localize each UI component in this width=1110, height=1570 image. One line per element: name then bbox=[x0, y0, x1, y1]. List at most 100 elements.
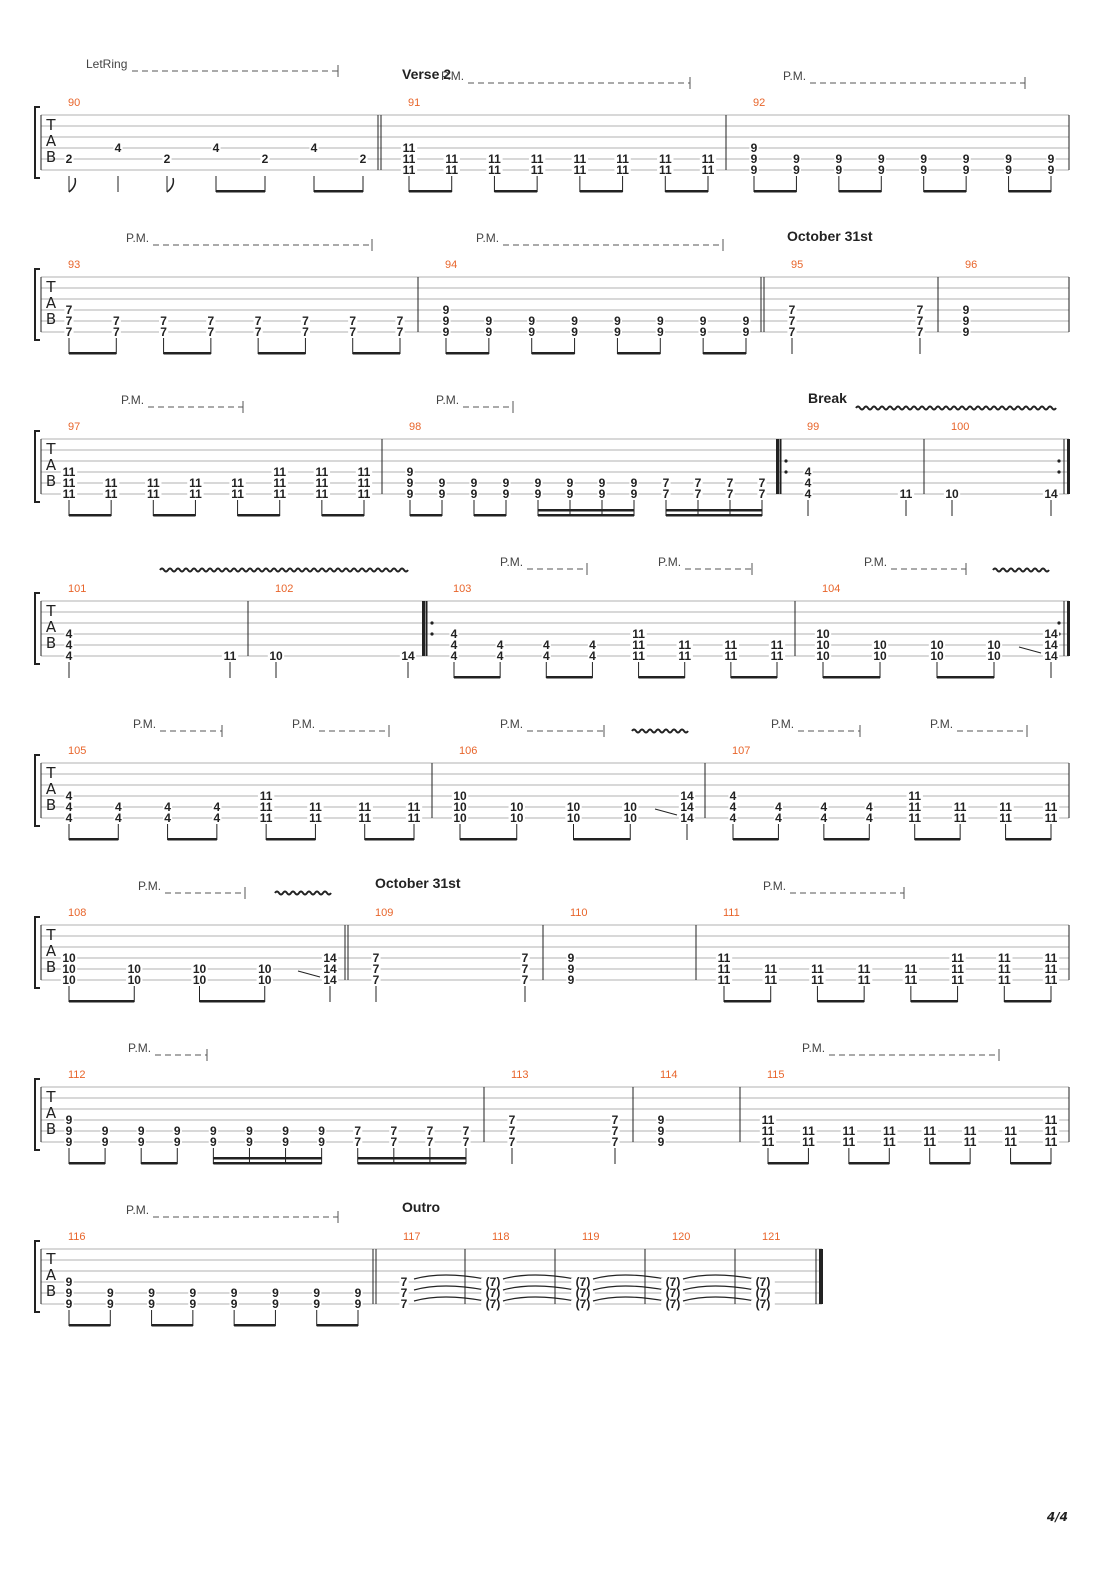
fret-bg bbox=[206, 317, 216, 327]
bar-number: 112 bbox=[68, 1069, 86, 1081]
fret-bg bbox=[405, 479, 415, 489]
fret-bg bbox=[64, 1289, 74, 1299]
fret-bg bbox=[906, 792, 923, 802]
fret-number: 10 bbox=[987, 649, 1001, 663]
bar-number: 114 bbox=[660, 1069, 678, 1081]
fret-number: 9 bbox=[631, 487, 638, 501]
fret-number: 9 bbox=[282, 1124, 289, 1138]
fret-bg bbox=[270, 1300, 281, 1310]
fret-number: 7 bbox=[302, 314, 309, 328]
repeat-dot bbox=[784, 459, 788, 463]
fret-number: 4 bbox=[805, 465, 812, 479]
tab-clef-letter: B bbox=[46, 472, 56, 490]
fret-number: 11 bbox=[408, 811, 421, 825]
fret-number: 9 bbox=[568, 973, 575, 987]
fret-bg bbox=[656, 1116, 666, 1126]
fret-bg bbox=[229, 1289, 239, 1299]
fret-bg bbox=[693, 479, 703, 489]
fret-number: 2 bbox=[262, 152, 269, 166]
fret-number: 7 bbox=[397, 314, 404, 328]
bar-number: 113 bbox=[511, 1069, 529, 1081]
fret-number: 9 bbox=[282, 1135, 289, 1149]
beam bbox=[410, 514, 442, 517]
fret-number: 9 bbox=[751, 163, 758, 177]
fret-number: 11 bbox=[998, 962, 1011, 976]
fret-bg bbox=[145, 479, 162, 489]
tab-clef-letter: T bbox=[45, 278, 56, 296]
fret-bg bbox=[253, 317, 263, 327]
beam bbox=[666, 514, 762, 517]
fret-number: 9 bbox=[138, 1135, 145, 1149]
fret-number: 9 bbox=[1048, 163, 1055, 177]
fret-number: 9 bbox=[407, 476, 414, 490]
fret-bg bbox=[902, 965, 920, 975]
fret-bg bbox=[300, 328, 311, 338]
fret-number: (7) bbox=[486, 1297, 501, 1311]
fret-number: 11 bbox=[1045, 951, 1058, 965]
fret-bg bbox=[64, 792, 74, 802]
beam bbox=[234, 1324, 276, 1327]
fret-number: 11 bbox=[105, 476, 118, 490]
fret-number: 9 bbox=[599, 476, 606, 490]
fret-number: 9 bbox=[878, 152, 885, 166]
fret-bg bbox=[871, 652, 889, 662]
fret-bg bbox=[508, 814, 525, 824]
fret-bg bbox=[906, 803, 923, 813]
fret-number: 9 bbox=[568, 962, 575, 976]
fret-bg bbox=[64, 630, 74, 640]
fret-bg bbox=[356, 803, 373, 813]
beam bbox=[817, 1000, 865, 1003]
fret-bg bbox=[441, 306, 451, 316]
fret-bg bbox=[961, 1138, 979, 1148]
fret-bg bbox=[486, 166, 503, 176]
fret-bg bbox=[451, 803, 469, 813]
beam bbox=[258, 352, 306, 355]
fret-number: 11 bbox=[358, 487, 371, 501]
fret-number: 10 bbox=[873, 649, 887, 663]
fret-number: 4 bbox=[805, 487, 812, 501]
system-bracket bbox=[34, 106, 40, 179]
fret-bg bbox=[113, 803, 123, 813]
fret-bg bbox=[610, 1127, 620, 1137]
bar-number: 93 bbox=[68, 259, 80, 271]
fret-number: 11 bbox=[999, 800, 1012, 814]
fret-number: 9 bbox=[658, 1124, 665, 1138]
fret-bg bbox=[855, 976, 873, 986]
fret-bg bbox=[64, 328, 74, 338]
fret-number: 9 bbox=[66, 1286, 73, 1300]
fret-number: 10 bbox=[62, 951, 76, 965]
fret-bg bbox=[1003, 166, 1014, 176]
fret-number: 4 bbox=[866, 811, 873, 825]
fret-number: 7 bbox=[522, 962, 529, 976]
fret-bg bbox=[60, 490, 78, 500]
bar-number: 117 bbox=[403, 1231, 421, 1243]
fret-number: 11 bbox=[908, 800, 921, 814]
fret-number: 11 bbox=[998, 951, 1011, 965]
fret-number: 4 bbox=[730, 789, 737, 803]
fret-bg bbox=[113, 144, 123, 154]
fret-bg bbox=[520, 976, 530, 986]
fret-bg bbox=[565, 803, 582, 813]
fret-number: 7 bbox=[255, 325, 262, 339]
fret-bg bbox=[587, 641, 598, 651]
fret-bg bbox=[449, 630, 459, 640]
fret-number: 4 bbox=[866, 800, 873, 814]
fret-bg bbox=[566, 965, 576, 975]
fret-bg bbox=[749, 155, 759, 165]
bar-number: 118 bbox=[492, 1231, 510, 1243]
fret-number: 7 bbox=[522, 951, 529, 965]
fret-bg bbox=[629, 479, 639, 489]
fret-bg bbox=[208, 1138, 218, 1148]
fret-number: 11 bbox=[632, 649, 645, 663]
fret-bg bbox=[751, 1278, 775, 1288]
fret-number: 7 bbox=[427, 1135, 434, 1149]
tie-arc bbox=[413, 1274, 486, 1280]
fret-bg bbox=[566, 976, 576, 986]
fret-number: 11 bbox=[718, 973, 731, 987]
fret-bg bbox=[840, 1127, 858, 1137]
fret-number: 10 bbox=[62, 962, 76, 976]
vibrato-mark bbox=[855, 405, 1057, 411]
fret-bg bbox=[762, 976, 779, 986]
fret-number: 11 bbox=[531, 152, 544, 166]
fret-bg bbox=[260, 155, 270, 165]
